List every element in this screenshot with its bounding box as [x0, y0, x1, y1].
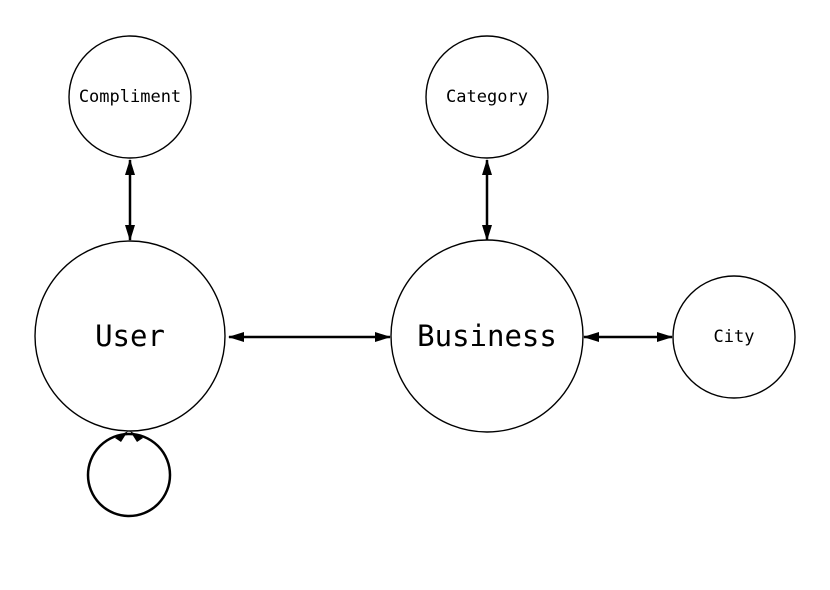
self-loop-arrowhead-right [130, 431, 143, 442]
node-city-label: City [714, 327, 755, 347]
node-user-label: User [95, 319, 165, 353]
node-compliment: Compliment [68, 35, 192, 159]
node-user: User [34, 240, 226, 432]
node-category-label: Category [446, 87, 528, 107]
node-business: Business [390, 239, 584, 433]
self-loop-arrowhead-left [115, 431, 128, 442]
node-category: Category [425, 35, 549, 159]
edge-user-self-loop [86, 431, 172, 518]
node-city: City [672, 275, 796, 399]
node-compliment-label: Compliment [79, 87, 181, 107]
self-loop-ring [86, 432, 172, 518]
node-business-label: Business [417, 319, 557, 353]
edges [86, 159, 673, 518]
